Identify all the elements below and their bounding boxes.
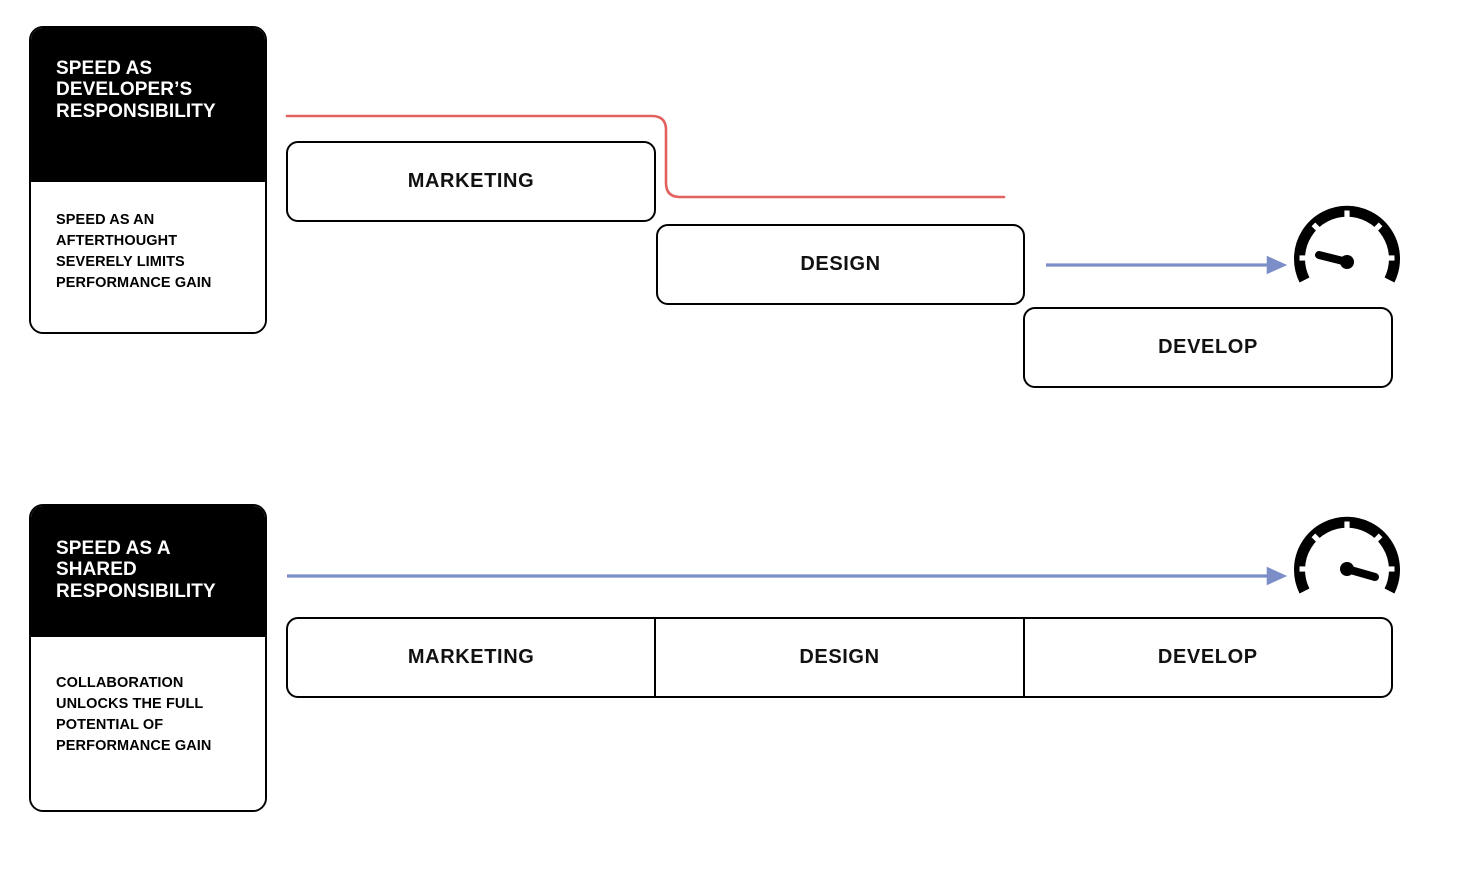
stage-box-develop-sequential[interactable]: DEVELOP <box>1023 307 1393 388</box>
card-title-shared: SPEED AS A SHARED RESPONSIBILITY <box>56 538 216 602</box>
stage-box-marketing-shared[interactable]: MARKETING <box>288 619 654 696</box>
stage-label-develop-shared: DEVELOP <box>1157 646 1258 668</box>
card-header-developer: SPEED AS DEVELOPER’S RESPONSIBILITY <box>31 28 265 182</box>
stage-label-design-sequential: DESIGN <box>800 253 881 275</box>
card-shared-responsibility: SPEED AS A SHARED RESPONSIBILITY COLLABO… <box>29 504 267 812</box>
speedometer-icon-low <box>1294 205 1400 283</box>
card-title-developer: SPEED AS DEVELOPER’S RESPONSIBILITY <box>56 58 216 122</box>
card-description-developer: SPEED AS AN AFTERTHOUGHT SEVERELY LIMITS… <box>56 212 212 292</box>
stage-box-design-sequential[interactable]: DESIGN <box>656 224 1025 305</box>
shared-stage-bar: MARKETING DESIGN DEVELOP <box>286 617 1393 698</box>
stage-label-develop-sequential: DEVELOP <box>1158 336 1258 358</box>
stage-box-develop-shared[interactable]: DEVELOP <box>1022 619 1391 696</box>
card-developer-responsibility: SPEED AS DEVELOPER’S RESPONSIBILITY SPEE… <box>29 26 267 334</box>
speedometer-icon-high <box>1294 516 1400 594</box>
card-body-shared: COLLABORATION UNLOCKS THE FULL POTENTIAL… <box>31 637 265 810</box>
stage-label-marketing-sequential: MARKETING <box>407 170 535 192</box>
stage-label-design-shared: DESIGN <box>799 646 880 668</box>
card-body-developer: SPEED AS AN AFTERTHOUGHT SEVERELY LIMITS… <box>31 182 265 332</box>
stage-label-marketing-shared: MARKETING <box>407 646 535 668</box>
stage-box-design-shared[interactable]: DESIGN <box>654 619 1022 696</box>
card-description-shared: COLLABORATION UNLOCKS THE FULL POTENTIAL… <box>56 675 212 755</box>
stage-box-marketing-sequential[interactable]: MARKETING <box>286 141 656 222</box>
card-header-shared: SPEED AS A SHARED RESPONSIBILITY <box>31 506 265 637</box>
